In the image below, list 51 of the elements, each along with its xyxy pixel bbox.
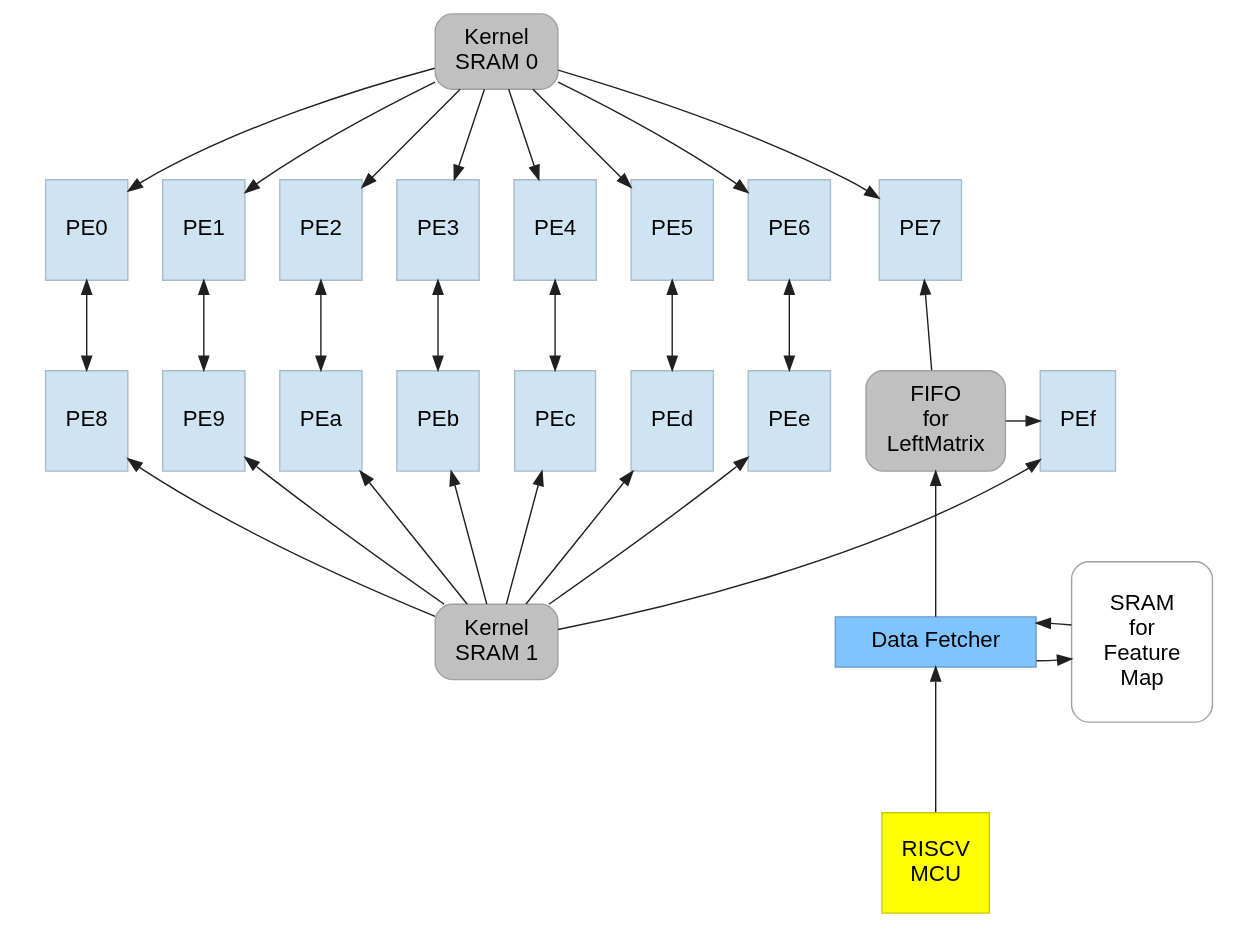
node-box: PEc bbox=[514, 370, 597, 472]
arrow bbox=[243, 81, 436, 194]
node-box: PE7 bbox=[878, 179, 963, 281]
arrow bbox=[197, 278, 210, 373]
arrow bbox=[315, 278, 327, 373]
arrow bbox=[919, 278, 933, 371]
arrow bbox=[929, 665, 942, 814]
node-box: PE6 bbox=[747, 179, 832, 281]
node-box: PE2 bbox=[279, 179, 363, 281]
node-box: PEe bbox=[747, 370, 832, 472]
arrow bbox=[532, 88, 633, 189]
arrow bbox=[359, 469, 468, 605]
arrow bbox=[243, 456, 445, 605]
arrow bbox=[80, 278, 93, 373]
arrow bbox=[557, 458, 1042, 631]
node-box: PE9 bbox=[162, 370, 246, 472]
arrow bbox=[505, 469, 544, 605]
node-box: RISCV MCU bbox=[881, 812, 991, 914]
node-box: PEa bbox=[279, 370, 363, 472]
node-box: PE4 bbox=[513, 179, 597, 281]
arrow bbox=[453, 88, 486, 182]
arrow bbox=[557, 81, 750, 194]
arrow bbox=[360, 88, 461, 189]
node-box: PEd bbox=[630, 370, 715, 472]
node-box: FIFO for LeftMatrix bbox=[865, 370, 1007, 472]
node-box: PE5 bbox=[630, 179, 715, 281]
arrow bbox=[1034, 617, 1073, 630]
arrow bbox=[1005, 415, 1043, 427]
node-box: PE1 bbox=[162, 179, 246, 281]
node-box: PE3 bbox=[396, 179, 480, 281]
node-box: PEf bbox=[1039, 370, 1117, 472]
node-box: Data Fetcher bbox=[834, 616, 1037, 668]
arrow bbox=[549, 278, 561, 373]
arrow bbox=[432, 278, 444, 373]
arrow bbox=[783, 278, 796, 373]
node-box: PE8 bbox=[44, 370, 129, 472]
arrow bbox=[557, 69, 881, 200]
arrow bbox=[508, 88, 540, 182]
node-box: PE0 bbox=[44, 179, 129, 281]
arrow bbox=[525, 469, 635, 605]
arrow bbox=[126, 67, 436, 193]
node-box: SRAM for Feature Map bbox=[1070, 561, 1214, 723]
node-box: Kernel SRAM 1 bbox=[434, 603, 559, 681]
arrow bbox=[1035, 654, 1074, 667]
arrow bbox=[929, 469, 942, 618]
arrow bbox=[548, 456, 750, 605]
node-box: PEb bbox=[396, 370, 480, 472]
arrow bbox=[449, 469, 488, 605]
node-box: Kernel SRAM 0 bbox=[434, 13, 559, 90]
arrow bbox=[666, 278, 679, 373]
arrow bbox=[126, 457, 436, 618]
